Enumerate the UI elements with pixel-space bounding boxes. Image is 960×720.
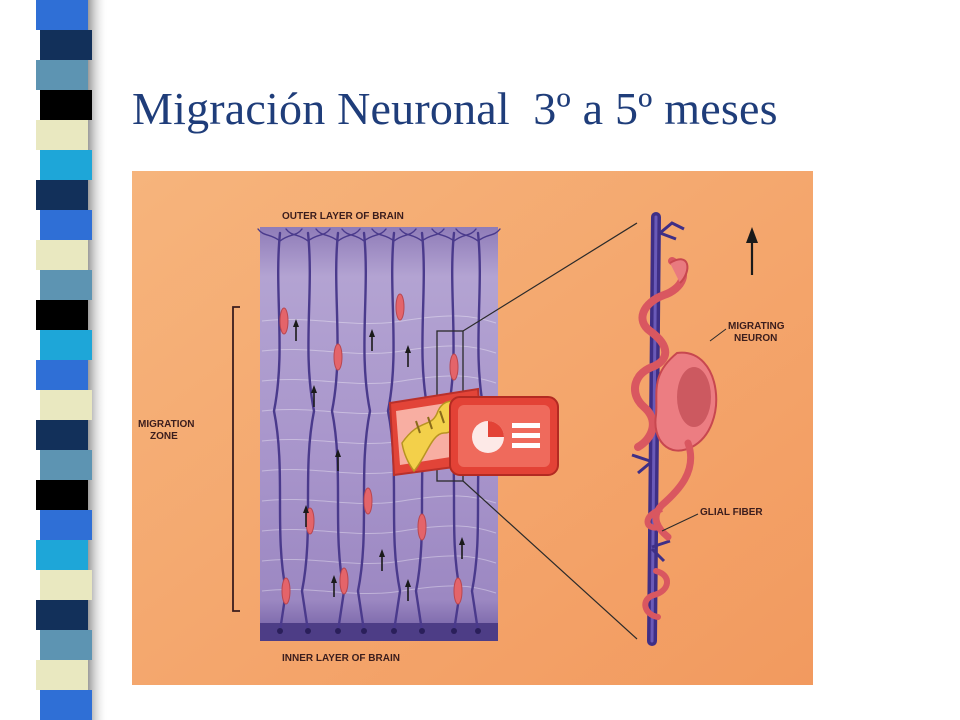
side-stripe [36, 360, 88, 390]
small-neuron [281, 577, 291, 605]
zoom-line-bottom [462, 480, 638, 640]
fiber-end [475, 628, 481, 634]
glial-fiber-line [272, 231, 288, 633]
powerpoint-logo-icon [388, 387, 559, 477]
radial-glial-fibers [257, 228, 501, 634]
glial-fiber-line [300, 231, 316, 633]
label-outer-layer: OUTER LAYER OF BRAIN [282, 211, 404, 222]
side-stripe [40, 210, 92, 240]
fiber-branch [257, 228, 303, 242]
side-stripe [36, 480, 88, 510]
slide-title: Migración Neuronal 3º a 5º meses [132, 83, 778, 134]
fiber-branch [399, 228, 445, 242]
small-arrow-head [335, 449, 341, 457]
fiber-branch [285, 228, 331, 242]
migration-zone-bracket [232, 306, 240, 612]
side-stripe [40, 690, 92, 720]
fiber-branch [371, 228, 417, 242]
side-stripe [36, 660, 88, 690]
small-neuron [449, 353, 459, 381]
label-inner-layer: INNER LAYER OF BRAIN [282, 653, 400, 664]
side-stripe [40, 510, 92, 540]
inner-layer-band [260, 623, 498, 641]
side-stripe [40, 270, 92, 300]
small-migrating-neurons [279, 293, 463, 605]
side-stripe [36, 120, 88, 150]
label-glial-fiber: GLIAL FIBER [700, 507, 763, 518]
small-arrow-head [331, 575, 337, 583]
side-stripe [36, 540, 88, 570]
side-stripe [36, 180, 88, 210]
fiber-end [305, 628, 311, 634]
side-stripe [40, 150, 92, 180]
label-migrating-neuron-1: MIGRATING [728, 321, 785, 332]
small-neuron [339, 567, 349, 595]
glial-fiber-line [356, 231, 372, 633]
glial-fiber-line [386, 231, 402, 633]
fiber-end [391, 628, 397, 634]
small-neuron [453, 577, 463, 605]
small-arrow-head [405, 345, 411, 353]
small-arrow-head [311, 385, 317, 393]
fiber-branch [341, 228, 387, 242]
fiber-branch [455, 228, 501, 242]
tissue-line [261, 495, 497, 505]
tissue-line [261, 555, 497, 565]
side-stripe [36, 60, 88, 90]
side-stripe [40, 30, 92, 60]
side-stripe [36, 240, 88, 270]
side-stripe [36, 600, 88, 630]
small-neuron [417, 513, 427, 541]
side-stripe [40, 570, 92, 600]
neuron-migration-figure: OUTER LAYER OF BRAIN INNER LAYER OF BRAI… [132, 171, 813, 685]
small-neuron [363, 487, 373, 515]
small-neuron [279, 307, 289, 335]
small-arrow-head [379, 549, 385, 557]
tissue-line [261, 375, 497, 385]
arrow-up-icon [746, 227, 758, 275]
side-stripe [40, 90, 92, 120]
side-stripe [40, 390, 92, 420]
small-arrow-head [293, 319, 299, 327]
side-stripe [36, 0, 88, 30]
side-stripe-decoration [36, 0, 108, 720]
glial-fiber-line [330, 231, 346, 633]
small-up-arrows [293, 319, 465, 601]
side-stripe [40, 450, 92, 480]
small-neuron [395, 293, 405, 321]
small-neuron [333, 343, 343, 371]
fiber-end [419, 628, 425, 634]
side-stripe [36, 300, 88, 330]
zoom-line-top [462, 222, 638, 332]
fiber-end [451, 628, 457, 634]
enlarged-migrating-neuron [631, 257, 718, 620]
fiber-end [335, 628, 341, 634]
tissue-line [261, 525, 497, 535]
small-arrow-head [369, 329, 375, 337]
label-migrating-neuron-2: NEURON [734, 333, 777, 344]
tissue-line [261, 345, 497, 355]
label-migration-zone-2: ZONE [150, 431, 178, 442]
small-arrow-head [303, 505, 309, 513]
side-stripe [36, 420, 88, 450]
small-arrow-head [459, 537, 465, 545]
small-arrow-head [405, 579, 411, 587]
side-stripe [40, 330, 92, 360]
fiber-end [277, 628, 283, 634]
fiber-end [361, 628, 367, 634]
fiber-leader-line [661, 513, 699, 532]
label-migration-zone-1: MIGRATION [138, 419, 194, 430]
side-stripe [40, 630, 92, 660]
neuron-leader-line [709, 328, 727, 342]
tissue-line [261, 315, 497, 325]
